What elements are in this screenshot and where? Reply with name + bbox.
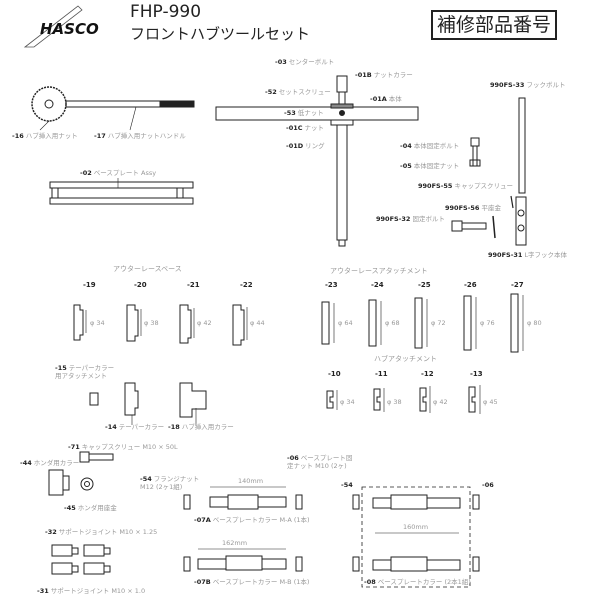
base-plate-collar-drawings [183, 486, 480, 588]
honda-parts-drawings [48, 451, 114, 496]
support-joint-drawings [51, 544, 111, 575]
main-body-drawing [215, 75, 419, 247]
logo-mark [23, 5, 83, 48]
product-name: フロントハブツールセット [130, 25, 311, 43]
part-label: -06 [482, 481, 494, 489]
hub-nut-handle-17-drawing [65, 100, 195, 131]
dimension-m-a: 140mm [238, 477, 264, 485]
diameter-label: φ 80 [527, 319, 542, 327]
part-number: -13 [470, 370, 483, 378]
part-number: -19 [83, 281, 96, 289]
diameter-label: φ 42 [197, 319, 212, 327]
dimension-set: 160mm [403, 523, 429, 531]
part-number: -25 [418, 281, 431, 289]
diameter-label: φ 38 [387, 398, 402, 406]
part-number: -24 [371, 281, 384, 289]
hook-drawing [451, 97, 527, 246]
diameter-label: φ 45 [483, 398, 498, 406]
model-number: FHP-990 [130, 2, 202, 22]
diameter-label: φ 72 [431, 319, 446, 327]
section-hub-attachment: ハブアタッチメント [374, 355, 437, 363]
outer-race-base-drawings [73, 304, 248, 346]
section-outer-race-attachment: アウターレースアタッチメント [330, 267, 428, 275]
part-number: -21 [187, 281, 200, 289]
part-number: -27 [511, 281, 524, 289]
part-label: -54 [341, 481, 353, 489]
repair-parts-badge: 補修部品番号 [431, 10, 558, 40]
diameter-label: φ 68 [385, 319, 400, 327]
diameter-label: φ 76 [480, 319, 495, 327]
diameter-label: φ 38 [144, 319, 159, 327]
part-number: -23 [325, 281, 338, 289]
part-number: -11 [375, 370, 388, 378]
diameter-label: φ 64 [338, 319, 353, 327]
dimension-m-b: 162mm [222, 539, 248, 547]
diameter-label: φ 44 [250, 319, 265, 327]
collar-drawings [89, 382, 207, 425]
outer-race-attachment-drawings [321, 293, 524, 353]
diameter-label: φ 42 [433, 398, 448, 406]
part-number: -10 [328, 370, 341, 378]
part-number: -20 [134, 281, 147, 289]
logo-text: HASCO [40, 20, 99, 38]
part-number: -22 [240, 281, 253, 289]
section-outer-race-base: アウターレースベース [113, 265, 182, 273]
diameter-label: φ 34 [340, 398, 355, 406]
hub-attachment-drawings [326, 385, 481, 414]
base-plate-02-drawing [49, 178, 194, 205]
part-number: -12 [421, 370, 434, 378]
hub-nut-16-drawing [31, 86, 67, 131]
part-number: -26 [464, 281, 477, 289]
diameter-label: φ 34 [90, 319, 105, 327]
